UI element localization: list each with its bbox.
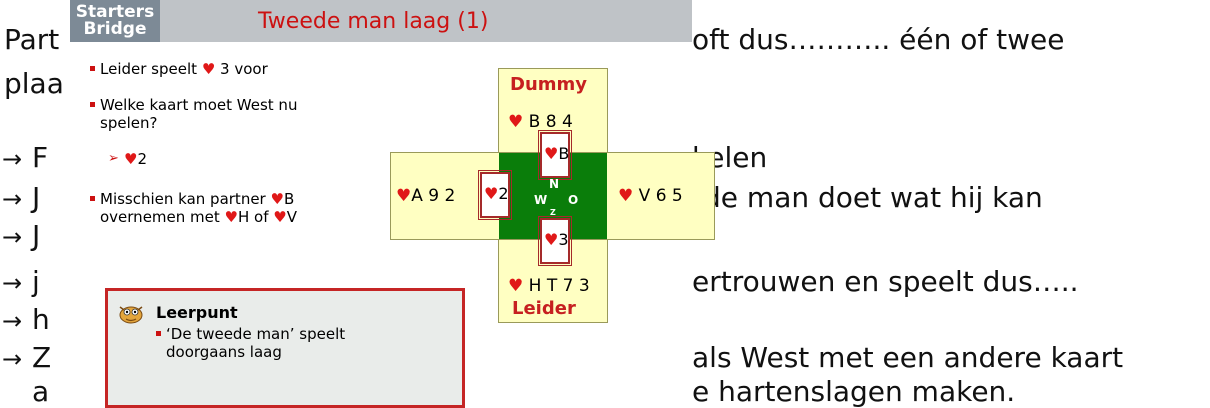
sub-bullet-item-1: ➢ ♥2 (108, 150, 147, 168)
bg-line-9-right: e hartenslagen maken. (692, 375, 1016, 408)
arrow-bullet-icon: ➢ (108, 151, 119, 166)
arrow-icon: → (2, 185, 23, 213)
heart-icon: ♥ (224, 208, 238, 226)
bg-line-3: →F (2, 141, 49, 174)
slide-header: Starters Bridge Tweede man laag (1) (70, 0, 692, 42)
heart-icon: ♥ (508, 112, 524, 132)
heart-icon: ♥ (484, 184, 499, 203)
west-hand: ♥A 9 2 (396, 186, 456, 206)
played-card-west: ♥2 (478, 170, 512, 220)
bg-line-6-right: ertrouwen en speelt dus….. (692, 265, 1079, 298)
slide-title: Tweede man laag (1) (258, 9, 489, 34)
bg-line-8-right: als West met een andere kaart (692, 341, 1124, 374)
arrow-icon: → (2, 145, 23, 173)
leerpunt-text: ‘De tweede man’ speelt doorgaans laag (156, 325, 446, 361)
played-card-south: ♥3 (538, 216, 572, 266)
heart-icon: ♥ (508, 276, 524, 296)
bullet-item-1: Leider speelt ♥ 3 voor (90, 60, 268, 78)
heart-icon: ♥ (544, 144, 559, 163)
bullet-item-3: Misschien kan partner ♥B overnemen met ♥… (90, 190, 297, 226)
dummy-label: Dummy (510, 74, 588, 95)
arrow-icon: → (2, 345, 23, 373)
bg-line-8: →Z (2, 341, 52, 374)
bg-line-6: →j (2, 265, 40, 298)
bg-line-4: →J (2, 181, 41, 214)
bg-line-5: →J (2, 219, 41, 252)
heart-icon: ♥ (201, 60, 216, 78)
heart-icon: ♥ (544, 230, 559, 249)
east-hand: ♥ V 6 5 (618, 186, 683, 206)
bg-line-1-left: Part (4, 23, 60, 56)
heart-icon: ♥ (124, 150, 138, 168)
bg-line-2-left: plaa (4, 67, 64, 100)
compass-east: O (568, 193, 579, 207)
mascot-icon (119, 306, 143, 324)
starters-bridge-logo: Starters Bridge (70, 0, 160, 42)
compass-west: W (534, 193, 548, 207)
arrow-icon: → (2, 307, 23, 335)
compass-north: N (549, 177, 560, 191)
south-hand: ♥ H T 7 3 (508, 276, 590, 296)
leerpunt-box: Leerpunt ‘De tweede man’ speelt doorgaan… (105, 288, 465, 408)
arrow-icon: → (2, 223, 23, 251)
leerpunt-title: Leerpunt (156, 303, 238, 322)
heart-icon: ♥ (396, 186, 412, 206)
heart-icon: ♥ (618, 186, 634, 206)
played-card-north: ♥B (538, 130, 572, 180)
arrow-icon: → (2, 269, 23, 297)
leider-label: Leider (512, 298, 576, 319)
compass-south: Z (550, 208, 556, 217)
lesson-slide-overlay: Starters Bridge Tweede man laag (1) Leid… (70, 0, 715, 408)
dummy-hand: ♥ B 8 4 (508, 112, 573, 132)
bg-line-9-left: a (32, 375, 50, 408)
heart-icon: ♥ (270, 190, 284, 208)
bg-line-4-right: rde man doet wat hij kan (692, 181, 1043, 214)
heart-icon: ♥ (273, 208, 287, 226)
bg-line-1-right: oft dus……….. één of twee (692, 23, 1065, 56)
bullet-item-2: Welke kaart moet West nu spelen? (90, 96, 297, 132)
bg-line-7: →h (2, 303, 50, 336)
